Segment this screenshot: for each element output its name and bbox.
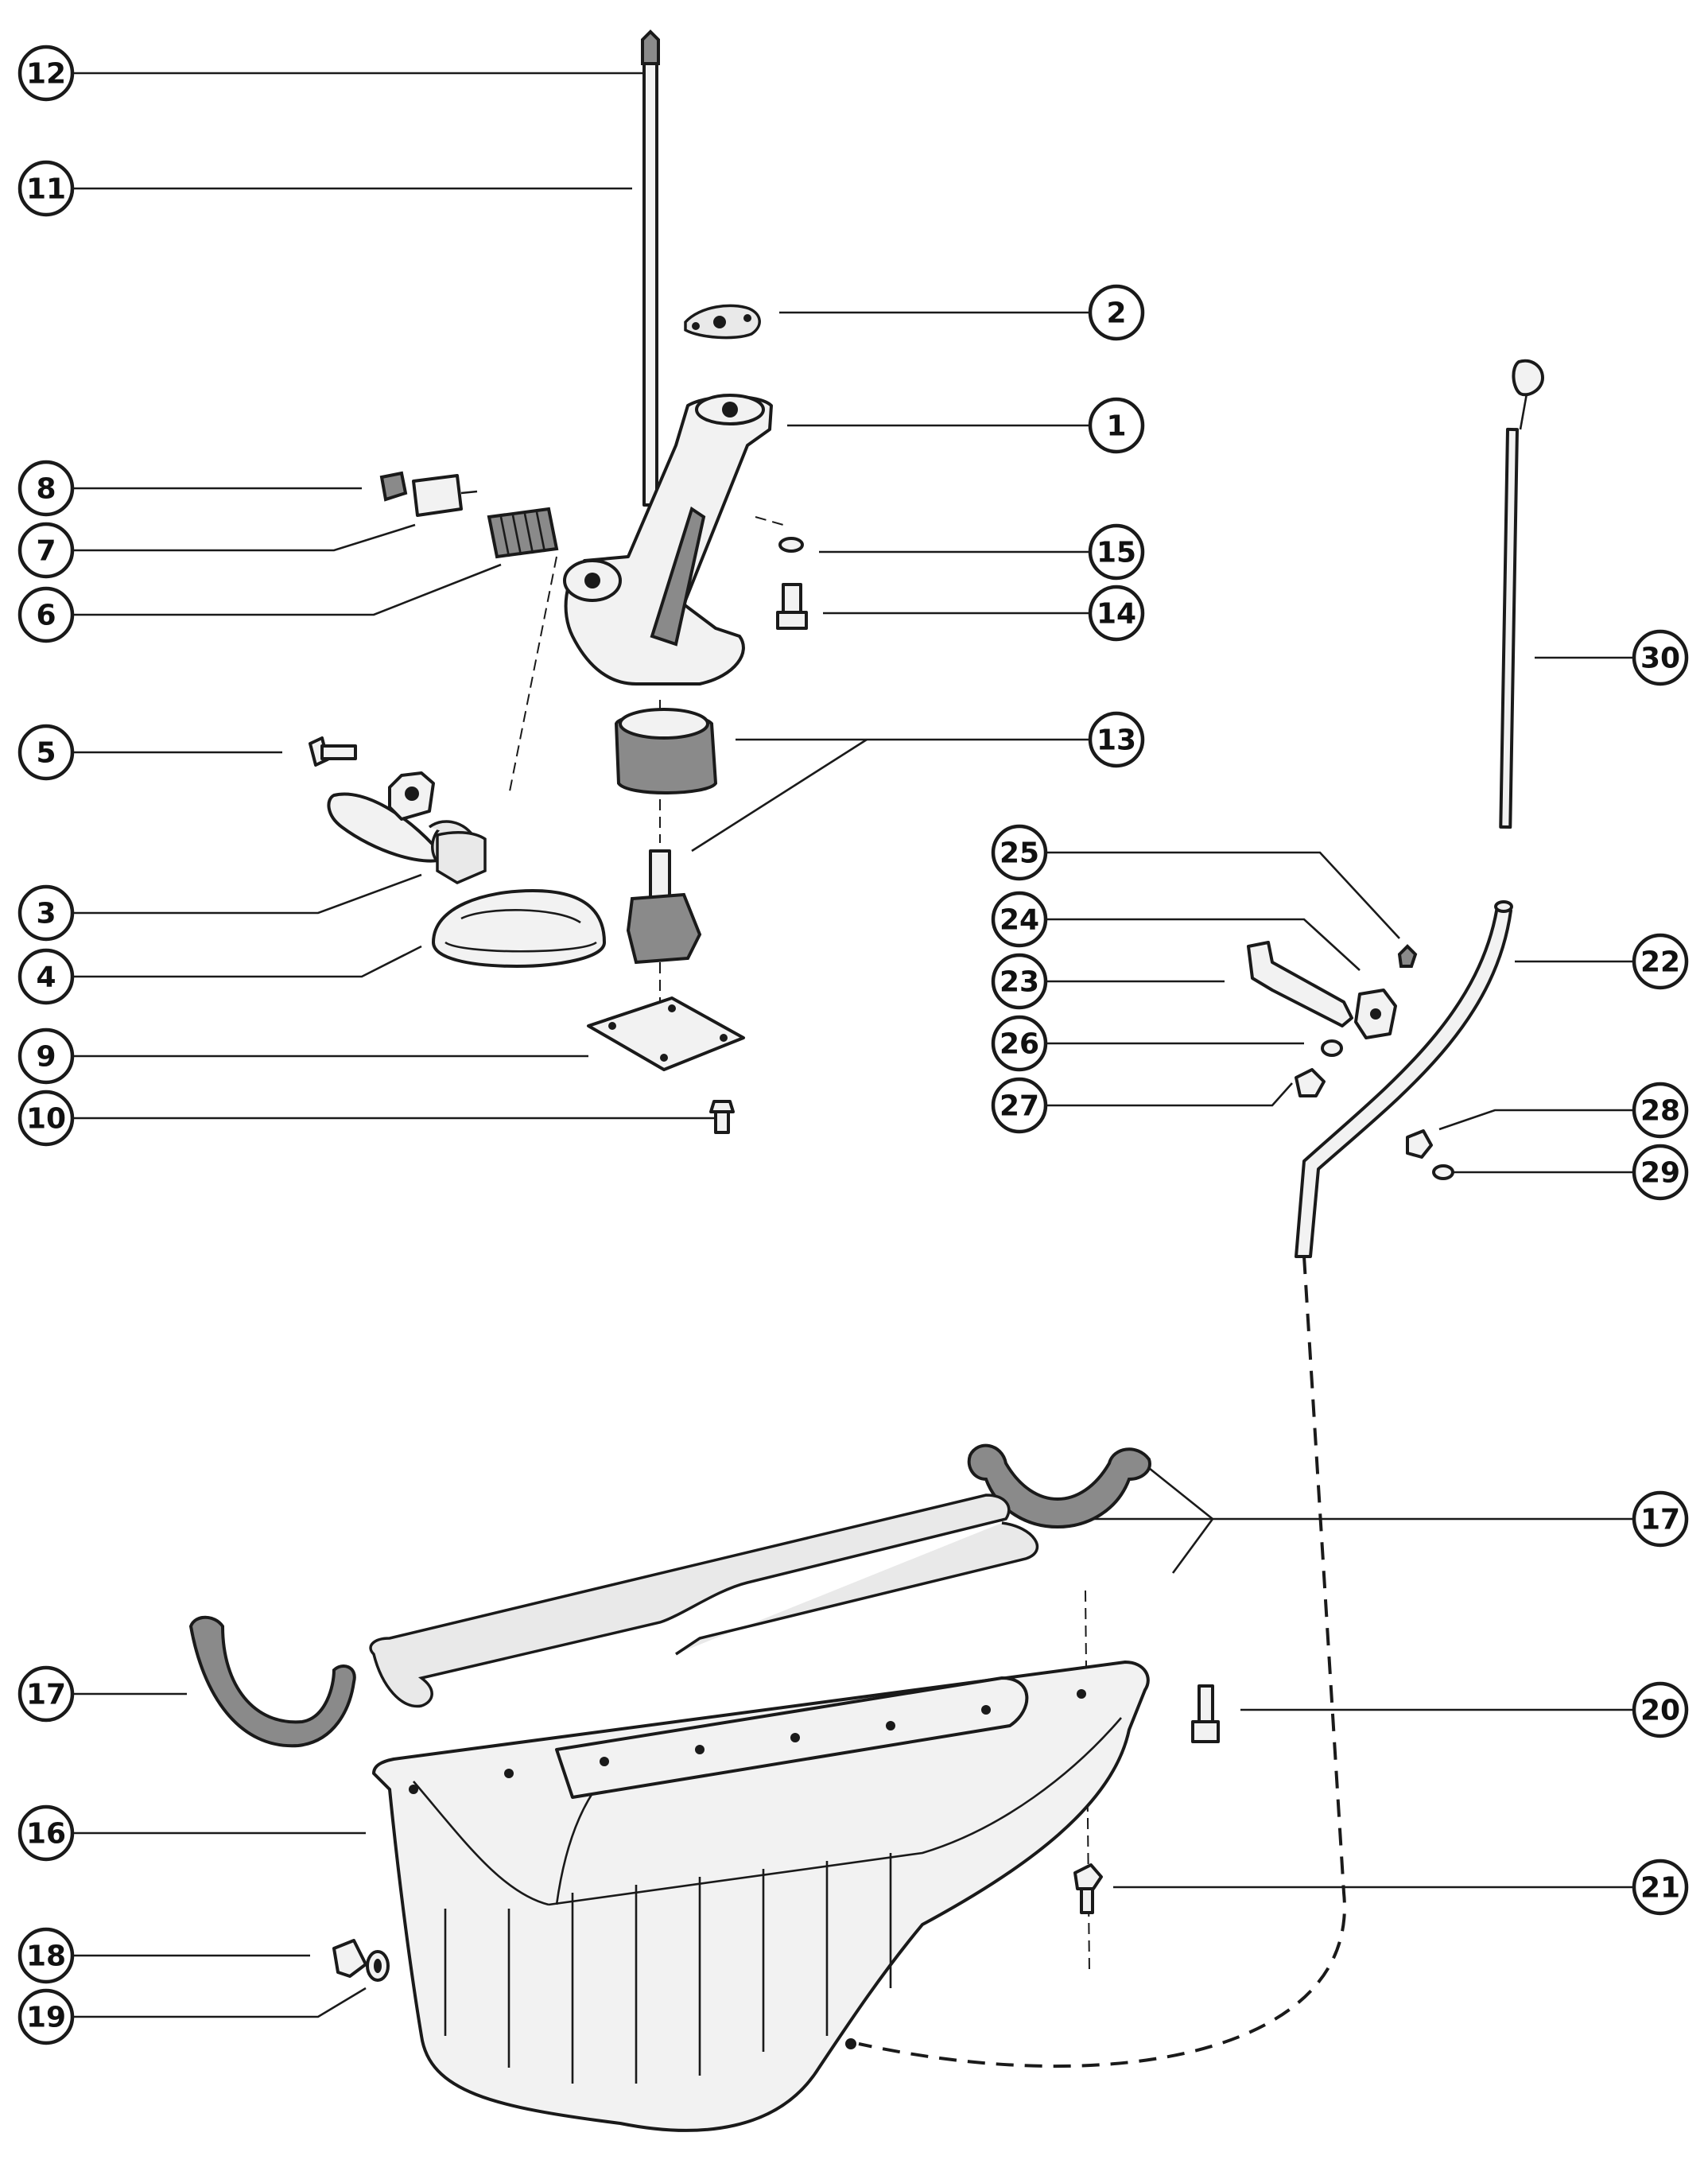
cover-plate-bolt: [709, 1100, 735, 1134]
svg-text:11: 11: [26, 173, 66, 206]
callout-5: 5: [17, 724, 75, 781]
callout-20: 20: [1632, 1681, 1689, 1738]
oil-pan: [372, 1661, 1150, 2132]
pump-gears: [614, 708, 718, 965]
screen-mounting-bolt: [309, 736, 357, 767]
callout-19: 19: [17, 1988, 75, 2045]
svg-text:26: 26: [1000, 1028, 1039, 1061]
svg-text:27: 27: [1000, 1090, 1039, 1123]
pump-drive-shaft: [641, 29, 660, 507]
callout-14: 14: [1088, 585, 1145, 642]
svg-text:18: 18: [26, 1940, 66, 1973]
oil-pan-gasket: [369, 1494, 1039, 1708]
leader-lines: [70, 72, 1634, 2018]
callout-10: 10: [17, 1090, 75, 1147]
callout-4: 4: [17, 948, 75, 1005]
front-main-seal: [188, 1615, 356, 1748]
svg-text:8: 8: [36, 473, 56, 506]
callout-16: 16: [17, 1804, 75, 1862]
callout-labels: 12 11 2 1 8 7 6 15: [17, 45, 1689, 2045]
svg-text:22: 22: [1640, 946, 1680, 979]
callout-15: 15: [1088, 523, 1145, 581]
oil-pan-drain-bolt: [1073, 1863, 1103, 1914]
svg-text:3: 3: [36, 898, 56, 930]
svg-text:4: 4: [36, 961, 56, 994]
svg-text:13: 13: [1097, 724, 1136, 757]
callout-26: 26: [991, 1015, 1048, 1072]
callout-1: 1: [1088, 397, 1145, 454]
callout-30: 30: [1632, 629, 1689, 686]
svg-text:5: 5: [36, 737, 56, 770]
svg-text:10: 10: [26, 1103, 66, 1136]
svg-text:21: 21: [1640, 1872, 1680, 1905]
oil-pump-body: [563, 394, 773, 686]
svg-text:16: 16: [26, 1818, 66, 1851]
svg-text:7: 7: [36, 535, 56, 568]
callout-7: 7: [17, 522, 75, 579]
svg-text:9: 9: [36, 1041, 56, 1074]
callout-18: 18: [17, 1927, 75, 1984]
svg-text:19: 19: [26, 2002, 66, 2034]
svg-text:24: 24: [1000, 904, 1039, 937]
oil-pan-bolt: [1191, 1684, 1220, 1743]
callout-12: 12: [17, 45, 75, 102]
callout-17-right: 17: [1632, 1490, 1689, 1548]
callout-8: 8: [17, 460, 75, 517]
svg-text:17: 17: [26, 1679, 66, 1711]
callout-29: 29: [1632, 1144, 1689, 1201]
callout-6: 6: [17, 586, 75, 643]
callout-25: 25: [991, 824, 1048, 881]
svg-text:2: 2: [1106, 297, 1126, 330]
callout-3: 3: [17, 884, 75, 942]
callout-23: 23: [991, 953, 1048, 1010]
dipstick-tube: [1295, 900, 1513, 1258]
svg-text:17: 17: [1640, 1504, 1680, 1536]
svg-text:23: 23: [1000, 966, 1039, 999]
svg-text:12: 12: [26, 58, 66, 91]
pump-bolt-and-washer: [776, 537, 808, 630]
svg-text:29: 29: [1640, 1157, 1680, 1190]
svg-text:14: 14: [1097, 598, 1136, 631]
callout-27: 27: [991, 1077, 1048, 1134]
callout-17-left: 17: [17, 1665, 75, 1723]
relief-valve-parts: [379, 471, 559, 559]
callout-21: 21: [1632, 1859, 1689, 1916]
callout-9: 9: [17, 1027, 75, 1085]
oil-pickup-screen: [327, 771, 606, 968]
callout-2: 2: [1088, 284, 1145, 341]
callout-28: 28: [1632, 1082, 1689, 1139]
svg-text:30: 30: [1640, 643, 1680, 675]
callout-24: 24: [991, 891, 1048, 948]
pump-cover-plate: [587, 996, 745, 1071]
callout-13: 13: [1088, 711, 1145, 768]
drain-plug-and-gasket: [332, 1939, 390, 1982]
svg-text:20: 20: [1640, 1695, 1680, 1727]
pump-gasket: [684, 304, 761, 340]
svg-text:6: 6: [36, 600, 56, 632]
callout-11: 11: [17, 160, 75, 217]
tube-bracket-parts: [1247, 941, 1454, 1180]
svg-text:1: 1: [1106, 410, 1126, 443]
svg-text:25: 25: [1000, 837, 1039, 870]
dipstick: [1499, 359, 1544, 829]
svg-text:15: 15: [1097, 537, 1136, 569]
callout-22: 22: [1632, 933, 1689, 990]
svg-text:28: 28: [1640, 1095, 1680, 1128]
